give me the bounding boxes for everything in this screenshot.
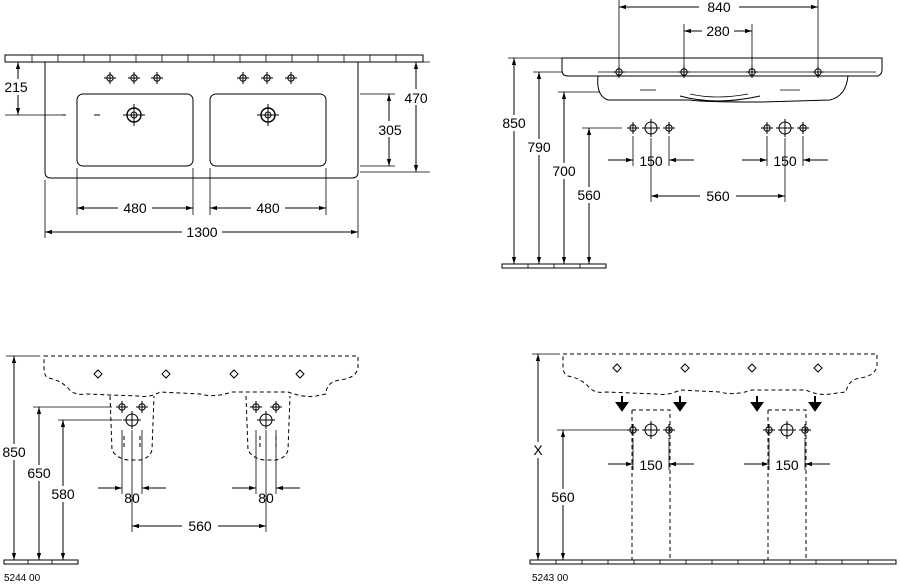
dim-150-right-bottom: 150 (775, 457, 799, 473)
dim-560-bottom-right: 560 (551, 489, 575, 505)
dim-580: 580 (51, 486, 75, 502)
dim-480-left: 480 (123, 200, 147, 216)
dim-150-left: 150 (639, 153, 663, 169)
dim-840: 840 (707, 0, 731, 15)
dim-700: 700 (552, 163, 576, 179)
plan-view: 215 470 305 480 480 1300 (2, 54, 432, 240)
dim-850: 850 (502, 115, 526, 131)
dim-560-bottom-left: 560 (188, 518, 212, 534)
variant-5244: 850 650 580 80 80 560 5244 00 (0, 355, 359, 584)
dim-470: 470 (404, 90, 428, 106)
dim-850-bottom-left: 850 (2, 444, 26, 460)
dim-280: 280 (706, 23, 730, 39)
dim-215: 215 (4, 79, 28, 95)
dim-560-vertical: 560 (577, 187, 601, 203)
dim-X: X (533, 442, 543, 458)
product-code-5244: 5244 00 (4, 573, 41, 584)
dim-650: 650 (27, 465, 51, 481)
dim-790: 790 (527, 139, 551, 155)
dim-150-right: 150 (773, 153, 797, 169)
dim-480-right: 480 (256, 200, 280, 216)
variant-5243: 150 150 X 560 5243 00 (528, 353, 897, 584)
product-code-5243: 5243 00 (532, 573, 569, 584)
dim-305: 305 (378, 122, 402, 138)
dim-150-left-bottom: 150 (639, 457, 663, 473)
dim-1300: 1300 (186, 224, 217, 240)
dim-560-horizontal: 560 (706, 188, 730, 204)
dim-80-right: 80 (258, 490, 274, 506)
dim-80-left: 80 (124, 490, 140, 506)
side-elevation: 840 280 850 790 700 560 (499, 0, 883, 269)
